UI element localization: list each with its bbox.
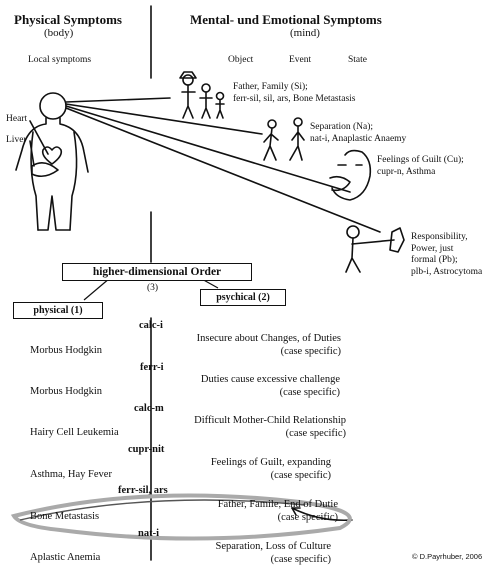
disease-label: Aplastic Anemia [30,552,101,563]
disease-label: Asthma, Hay Fever [30,469,112,480]
object-label: Object [228,55,254,65]
higher-order-box: higher-dimensional Order [62,263,252,281]
event-label: Event [289,55,312,65]
separation-people-icon [263,117,305,161]
mental-subtitle: (mind) [290,27,320,39]
remedy-label: ferr-sil, ars [118,485,168,496]
theme-text: Father, Famile, End of Dutie(case specif… [217,499,338,523]
physical-subtitle: (body) [44,27,74,39]
liver-icon [31,162,59,178]
order-number: (3) [147,283,159,293]
guilt-face-icon [329,149,372,201]
liver-label: Liver [6,135,27,145]
psychical-box: psychical (2) [200,289,286,306]
disease-label: Bone Metastasis [30,511,100,522]
physical-box: physical (1) [13,302,103,319]
heart-label: Heart [6,114,28,124]
symptom-family: Father, Family (Si); ferr-sil, sil, ars,… [233,82,356,104]
theme-text: Feelings of Guilt, expanding(case specif… [210,457,331,481]
theme-text: Duties cause excessive challenge(case sp… [200,374,340,398]
theme-text: Separation, Loss of Culture(case specifi… [215,541,331,565]
symptom-responsibility: Responsibility, Power, just formal (Pb);… [411,232,483,277]
disease-label: Morbus Hodgkin [30,386,103,397]
remedy-label: calc-m [134,403,164,414]
physical-title: Physical Symptoms [14,12,122,27]
theme-text: Insecure about Changes, of Duties(case s… [196,333,341,357]
theme-text: Difficult Mother-Child Relationship(case… [194,415,346,439]
heart-icon [41,146,63,165]
remedy-label: calc-i [139,320,163,331]
swoosh-decoration [10,493,352,541]
responsibility-figure-icon [345,225,405,273]
body-figure-icon [15,92,89,231]
local-symptoms-label: Local symptoms [28,55,92,65]
remedy-label: nat-i [138,528,159,539]
state-label: State [348,55,367,65]
family-icon [179,71,225,119]
symptom-guilt: Feelings of Guilt (Cu); cupr-n, Asthma [377,155,464,177]
remedy-label: cupr-nit [128,444,165,455]
remedy-label: ferr-i [140,362,164,373]
disease-label: Hairy Cell Leukemia [30,427,119,438]
symptom-separation: Separation (Na); nat-i, Anaplastic Anaem… [310,122,407,144]
copyright: © D.Payrhuber, 2006 [412,552,483,561]
disease-label: Morbus Hodgkin [30,345,103,356]
mental-title: Mental- und Emotional Symptoms [190,12,382,27]
